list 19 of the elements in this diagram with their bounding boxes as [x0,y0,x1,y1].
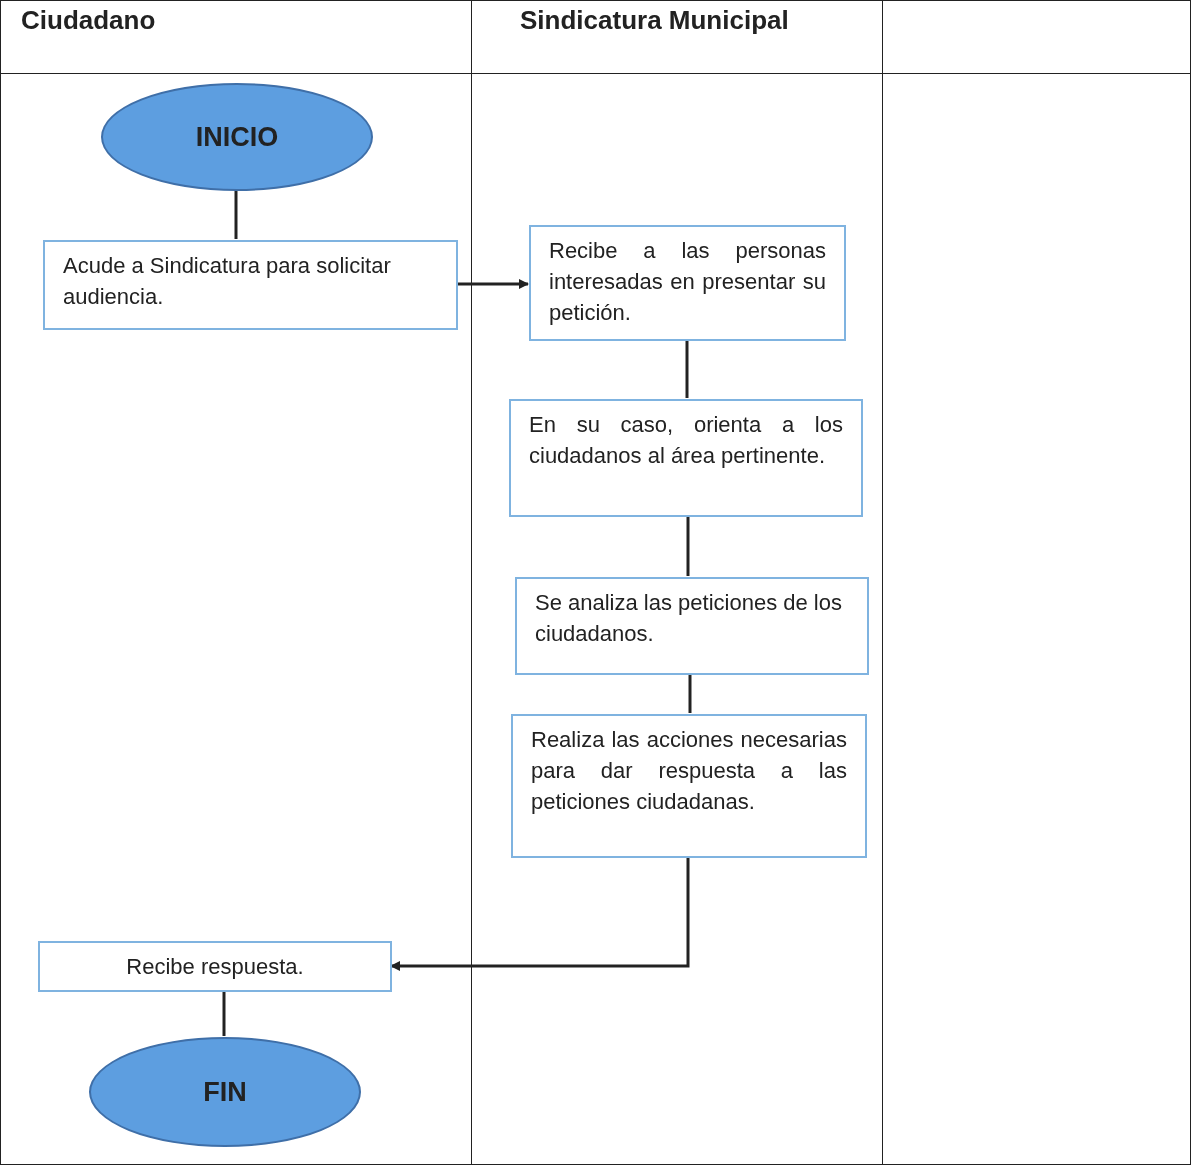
lane-title: Sindicatura Municipal [520,5,789,36]
process-box: Realiza las acciones necesarias para dar respuesta a las peticiones ciudadanas. [511,714,867,858]
connector-line [688,674,692,713]
process-box: En su caso, orienta a los ciudadanos al área pertinente. [509,399,863,517]
connector-line [686,516,690,576]
connector-line [222,991,226,1036]
end-terminal: FIN [89,1037,361,1147]
process-box: Acude a Sindicatura para solicitar audiencia. [43,240,458,330]
start-terminal: INICIO [101,83,373,191]
process-box: Recibe respuesta. [38,941,392,992]
swimlane [0,0,472,1165]
connector-line [234,190,238,239]
process-box: Se analiza las peticiones de los ciudadanos. [515,577,869,675]
process-box: Recibe a las personas interesadas en presentar su petición. [529,225,846,341]
swimlane [882,0,1191,1165]
swimlane [471,0,883,1165]
arrow [457,279,529,289]
connector-line [685,340,689,398]
lane-title: Ciudadano [21,5,156,36]
